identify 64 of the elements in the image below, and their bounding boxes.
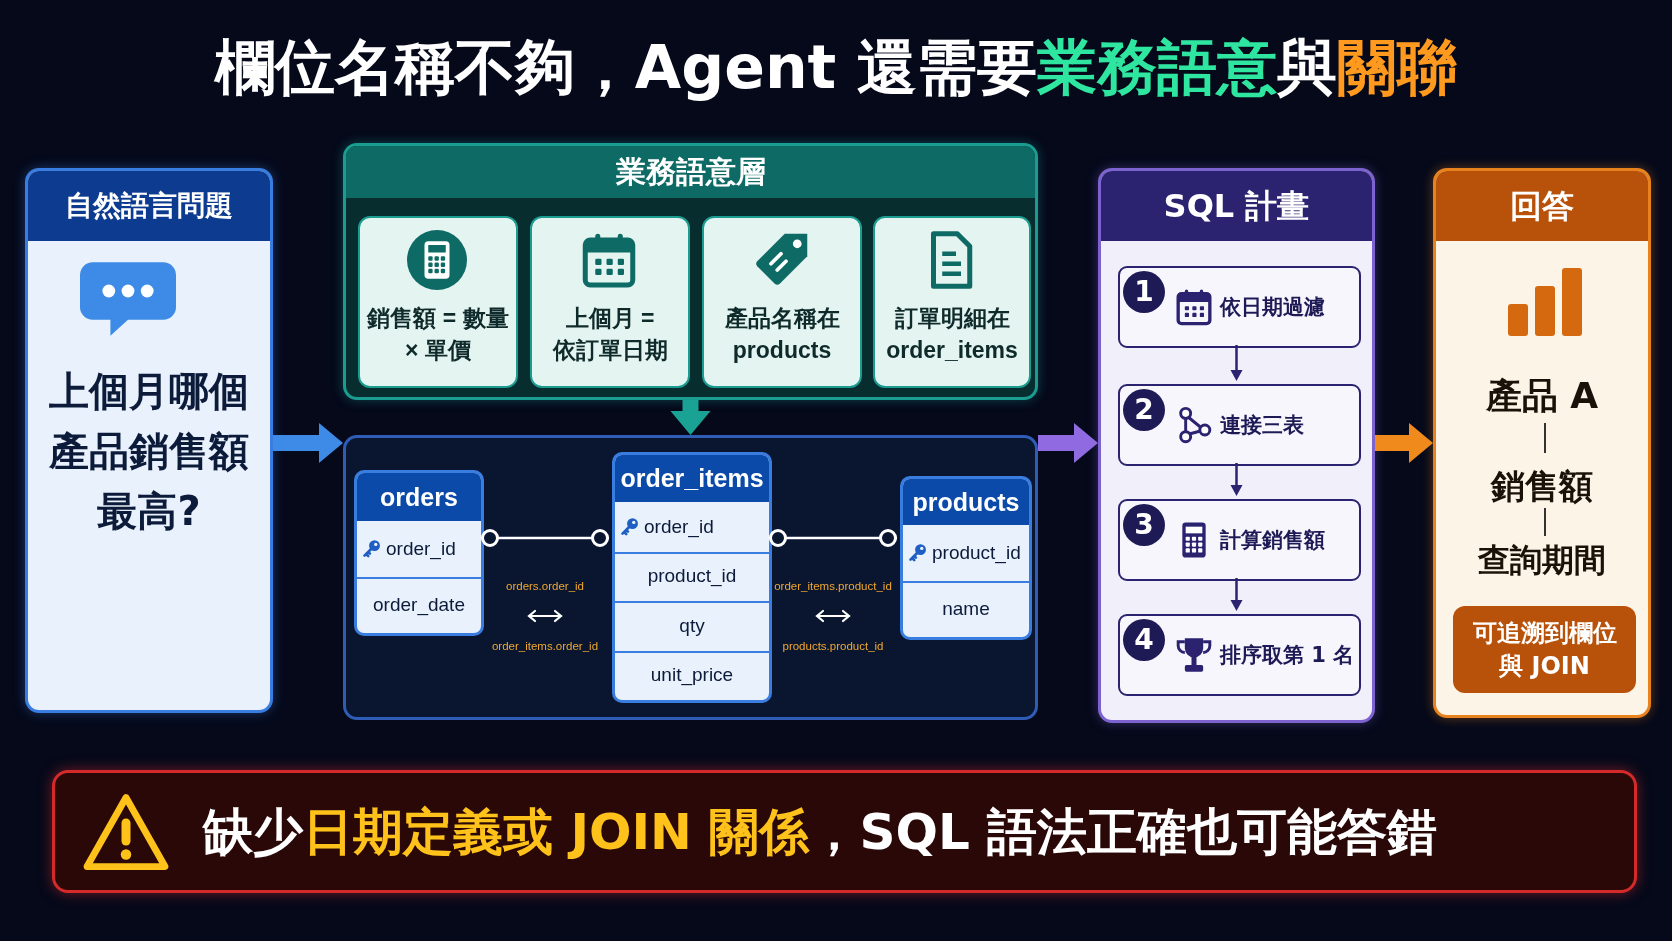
step-box [1118, 499, 1361, 581]
step-box [1118, 384, 1361, 466]
rule-card [702, 216, 862, 388]
join-key-text: order_items.product_id [774, 580, 892, 592]
panel [1098, 168, 1375, 723]
column-name: product_id [932, 541, 1021, 565]
panel-title: 自然語言問題 [28, 171, 270, 241]
column-name: qty [678, 613, 706, 638]
arrow [1230, 463, 1243, 496]
column-name: order_id [644, 514, 714, 539]
warning-text: 缺少日期定義或 JOIN 關係，SQL 語法正確也可能答錯 [203, 801, 1438, 863]
step-number: 4 [1123, 619, 1165, 661]
column-name: order_date [372, 593, 466, 617]
join-key-text: products.product_id [782, 640, 884, 652]
answer-text: 銷售額 [1489, 465, 1594, 508]
step-box [1118, 614, 1361, 696]
step-text: 計算銷售額 [1220, 526, 1325, 554]
trace-note: 可追溯到欄位與 JOIN [1453, 606, 1636, 693]
title: 欄位名稱不夠，Agent 還需要業務語意與關聯 [213, 31, 1459, 104]
rule-card [873, 216, 1031, 388]
relationship-line [769, 529, 897, 547]
table [354, 470, 484, 636]
step-number: 1 [1123, 271, 1165, 313]
panel-title: 回答 [1436, 171, 1648, 241]
step-text: 依日期過濾 [1220, 293, 1325, 321]
join-key-text: orders.order_id [506, 580, 584, 592]
arrow [670, 400, 711, 435]
table-name: order_items [615, 455, 769, 502]
column-name: order_id [386, 537, 456, 561]
step-text: 排序取第 1 名 [1220, 641, 1355, 669]
rule-text: 銷售額 = 數量 × 單價 [365, 304, 510, 366]
rule-text: 上個月 = 依訂單日期 [551, 304, 669, 366]
step-number: 3 [1123, 504, 1165, 546]
panel [25, 168, 273, 713]
arrow [1230, 345, 1243, 381]
arrow [1038, 423, 1098, 463]
table [900, 476, 1032, 640]
column-name: product_id [646, 564, 738, 589]
table-name: products [903, 479, 1029, 525]
arrow [273, 423, 343, 463]
rule-text: 訂單明細在 order_items [885, 304, 1019, 366]
join-key-text: order_items.order_id [491, 640, 599, 652]
panel-title: 業務語意層 [346, 146, 1035, 198]
question-text: 上個月哪個產品銷售額最高? [48, 367, 250, 536]
arrow [1230, 578, 1243, 611]
table-name: orders [357, 473, 481, 521]
table [612, 452, 772, 703]
panel [343, 143, 1038, 400]
rule-card [530, 216, 690, 388]
panel [1433, 168, 1651, 718]
rule-text: 產品名稱在 products [723, 304, 841, 366]
arrow [1375, 423, 1433, 463]
warning-banner [52, 770, 1637, 893]
answer-text: 查詢期間 [1477, 540, 1607, 581]
step-text: 連接三表 [1220, 411, 1304, 439]
column-name: name [941, 597, 991, 621]
schema-panel [343, 435, 1038, 720]
answer-text: 產品 A [1484, 374, 1600, 418]
column-name: unit_price [649, 663, 735, 688]
relationship-line [481, 529, 609, 547]
panel-title: SQL 計畫 [1101, 171, 1372, 241]
step-number: 2 [1123, 389, 1165, 431]
rule-card [358, 216, 518, 388]
step-box [1118, 266, 1361, 348]
